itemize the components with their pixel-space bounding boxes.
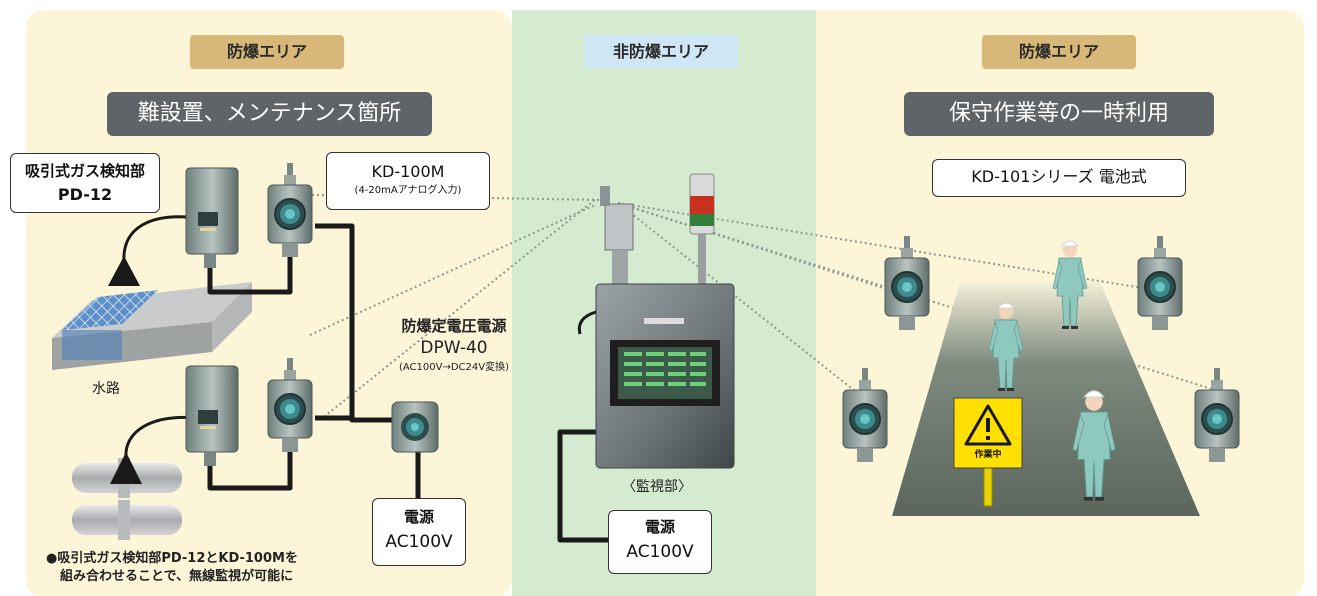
note-text: ●吸引式ガス検知部PD-12とKD-100Mを 組み合わせることで、無線監視が可… [46,550,298,586]
dpw40-label-model: DPW-40 [420,338,488,358]
kd101-label: KD-101シリーズ 電池式 [932,159,1186,197]
pd12-unit [185,167,239,269]
power-label-center: 電源 AC100V [608,510,712,574]
suction-cone [110,452,142,484]
dpw40-label: 防爆定電圧電源 DPW-40 (AC100V→DC24V変換) [364,316,544,376]
monitor-label: 〈監視部〉 [622,479,692,495]
water-channel [52,282,252,370]
pd12-unit [185,365,239,467]
pd12-label-model: PD-12 [57,185,113,204]
power-center-voltage: AC100V [626,542,694,562]
power-label-left: 電源 AC100V [372,498,466,566]
note-line-2: 組み合わせることで、無線監視が可能に [60,569,294,584]
kd100m-label-model: KD-100M [371,162,445,181]
dpw40-label-name: 防爆定電圧電源 [401,317,507,335]
banner-right: 保守作業等の一時利用 [904,92,1214,136]
dpw40-label-spec: (AC100V→DC24V変換) [398,362,509,373]
power-cables [207,223,612,543]
warning-sign-text: 作業中 [974,450,1002,460]
banner-left: 難設置、メンテナンス箇所 [107,92,432,136]
note-line-1: ●吸引式ガス検知部PD-12とKD-100Mを [46,551,298,566]
zone-label-center: 非防爆エリア [584,35,738,69]
monitor-cabinet [577,173,735,469]
dpw40-unit [391,401,439,453]
suction-cone [108,256,140,286]
pd12-label-name: 吸引式ガス検知部 [24,162,145,180]
sampling-hoses [122,215,199,459]
zone-label-left: 防爆エリア [190,35,344,69]
power-left-title: 電源 [403,508,434,526]
kd100m-label: KD-100M (4-20mAアナログ入力) [326,152,490,210]
pd12-label: 吸引式ガス検知部 PD-12 [10,153,160,213]
kd100m-label-spec: (4-20mAアナログ入力) [354,185,462,196]
power-left-voltage: AC100V [385,532,453,552]
zone-label-right: 防爆エリア [982,35,1136,69]
water-channel-label: 水路 [92,381,120,397]
warning-sign [953,397,1023,507]
power-center-title: 電源 [644,518,675,536]
